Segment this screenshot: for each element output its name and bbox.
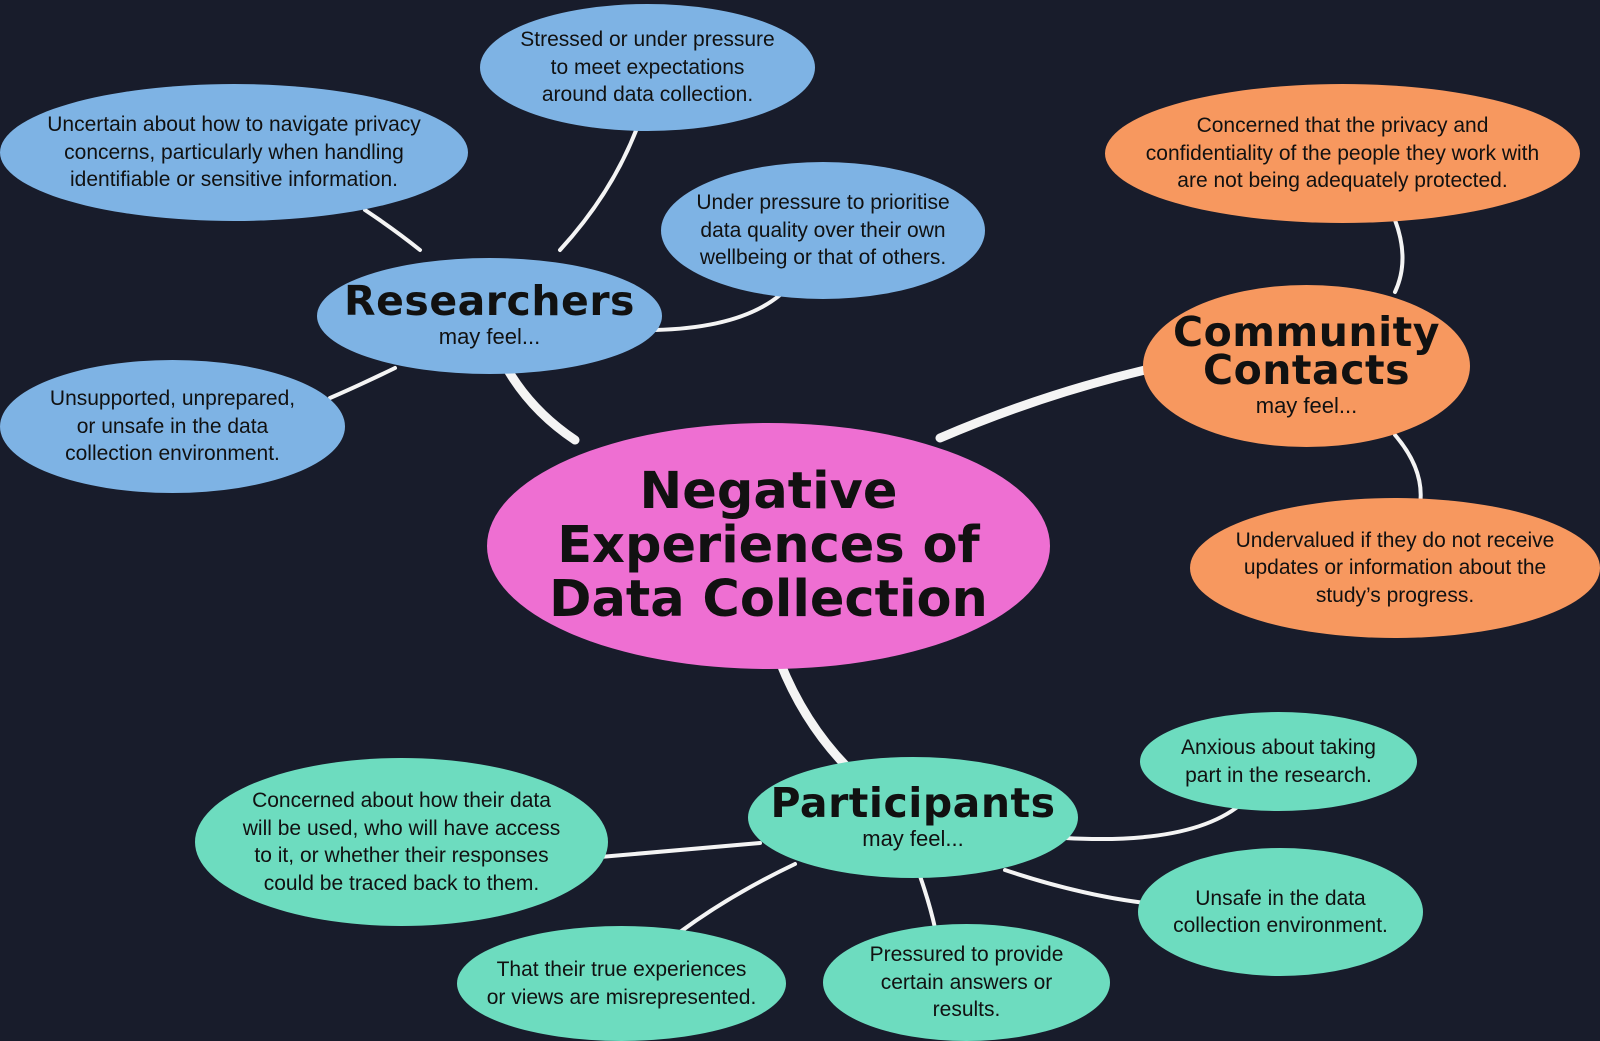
item-text: certain answers or bbox=[880, 970, 1053, 994]
center-title-line: Experiences of bbox=[557, 516, 980, 575]
item-text: Under pressure to prioritise bbox=[696, 191, 950, 215]
item-text: Stressed or under pressure bbox=[520, 28, 775, 52]
connector-community-privacy bbox=[1393, 218, 1405, 294]
connector-center-community bbox=[935, 365, 1150, 443]
community-title: Community Contacts bbox=[1173, 308, 1440, 394]
item-text: Unsafe in the data bbox=[1195, 886, 1366, 910]
participants-item-anxious: Anxious about taking part in the researc… bbox=[1140, 712, 1417, 811]
connector-participants-anxious bbox=[1063, 803, 1242, 842]
center-title-line: Data Collection bbox=[549, 570, 988, 629]
item-text: data quality over their own bbox=[700, 218, 946, 242]
community-item-privacy: Concerned that the privacy and confident… bbox=[1105, 84, 1580, 223]
participants-item-misrepresented: That their true experiences or views are… bbox=[457, 926, 786, 1041]
item-text: or views are misrepresented. bbox=[486, 985, 757, 1009]
community-hub: Community Contacts may feel... bbox=[1143, 285, 1470, 447]
item-text: are not being adequately protected. bbox=[1177, 169, 1508, 193]
connector-researchers-prioritise bbox=[653, 293, 782, 332]
item-text: Unsupported, unprepared, bbox=[49, 387, 296, 411]
researchers-item-prioritise: Under pressure to prioritise data qualit… bbox=[661, 162, 985, 299]
item-text: Pressured to provide bbox=[869, 943, 1064, 967]
participants-item-unsafe: Unsafe in the data collection environmen… bbox=[1138, 848, 1423, 976]
item-text: confidentiality of the people they work … bbox=[1145, 141, 1540, 165]
item-text: Concerned that the privacy and bbox=[1196, 114, 1489, 138]
item-text: updates or information about the bbox=[1243, 556, 1547, 580]
item-text: concerns, particularly when handling bbox=[64, 140, 404, 164]
participants-item-pressured: Pressured to provide certain answers or … bbox=[823, 924, 1110, 1041]
researchers-subtitle: may feel... bbox=[438, 324, 541, 349]
center-node: Negative Experiences of Data Collection bbox=[487, 423, 1050, 669]
item-text: part in the research. bbox=[1185, 763, 1372, 787]
item-text: Uncertain about how to navigate privacy bbox=[47, 113, 421, 137]
item-text: collection environment. bbox=[1173, 914, 1388, 937]
participants-title: Participants bbox=[770, 778, 1056, 827]
participants-subtitle: may feel... bbox=[862, 825, 964, 851]
connector-researchers-uncertain bbox=[363, 208, 422, 252]
researchers-item-uncertain: Uncertain about how to navigate privacy … bbox=[0, 84, 468, 221]
community-title-line: Contacts bbox=[1202, 346, 1411, 394]
item-text: Concerned about how their data bbox=[252, 789, 551, 812]
community-title-line: Community bbox=[1173, 308, 1440, 356]
connector-community-undervalued bbox=[1393, 433, 1423, 507]
item-text: could be traced back to them. bbox=[263, 871, 540, 895]
community-subtitle: may feel... bbox=[1255, 393, 1358, 418]
connector-researchers-stressed bbox=[558, 118, 642, 252]
connector-center-researchers bbox=[500, 360, 580, 445]
item-text: Anxious about taking bbox=[1181, 736, 1376, 759]
item-text: to meet expectations bbox=[550, 55, 745, 79]
connector-participants-pressured bbox=[918, 874, 937, 930]
participants-hub: Participants may feel... bbox=[748, 757, 1078, 878]
item-text: study’s progress. bbox=[1315, 583, 1475, 607]
connector-participants-misrepresented bbox=[678, 862, 797, 934]
connector-center-participants bbox=[775, 657, 855, 775]
item-text: wellbeing or that of others. bbox=[699, 246, 947, 270]
participants-item-concerned: Concerned about how their data will be u… bbox=[195, 758, 608, 926]
researchers-hub: Researchers may feel... bbox=[317, 258, 662, 374]
researchers-item-unsupported: Unsupported, unprepared, or unsafe in th… bbox=[0, 360, 345, 493]
community-item-undervalued: Undervalued if they do not receive updat… bbox=[1190, 498, 1600, 638]
item-text: around data collection. bbox=[541, 83, 754, 107]
item-text: That their true experiences bbox=[496, 958, 747, 981]
item-text: or unsafe in the data bbox=[76, 414, 269, 438]
item-text: results. bbox=[932, 998, 1001, 1022]
item-text: Undervalued if they do not receive bbox=[1235, 528, 1555, 552]
connector-participants-unsafe bbox=[1003, 868, 1147, 905]
item-text: identifiable or sensitive information. bbox=[69, 168, 398, 192]
connector-participants-concerned bbox=[598, 841, 762, 859]
connector-researchers-unsupported bbox=[328, 366, 397, 400]
item-text: will be used, who will have access bbox=[242, 816, 561, 840]
item-text: to it, or whether their responses bbox=[254, 844, 549, 867]
researchers-title: Researchers bbox=[344, 277, 635, 325]
researchers-item-stressed: Stressed or under pressure to meet expec… bbox=[480, 4, 815, 131]
center-title-line: Negative bbox=[639, 462, 898, 521]
item-text: collection environment. bbox=[65, 442, 280, 466]
center-title: Negative Experiences of Data Collection bbox=[549, 465, 988, 627]
